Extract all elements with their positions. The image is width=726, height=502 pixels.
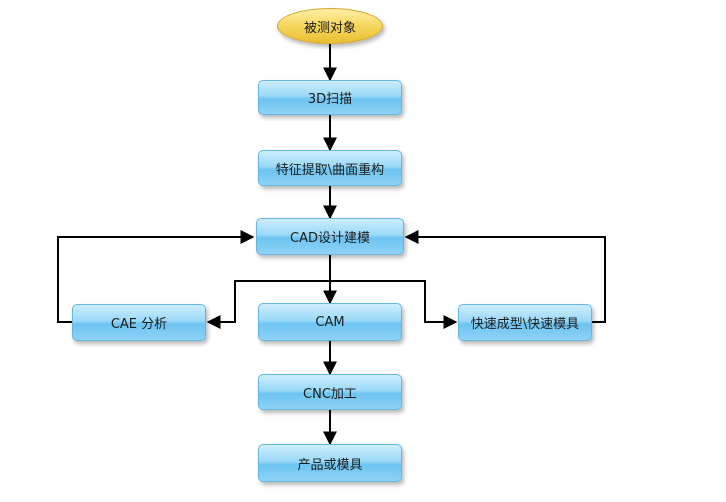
arrow-cae-feedback-to-cad <box>57 230 255 323</box>
node-rapid-prototyping: 快速成型\快速模具 <box>458 304 592 341</box>
node-test-object-label: 被测对象 <box>303 20 356 36</box>
node-3d-scan: 3D扫描 <box>258 80 402 115</box>
node-cnc-machining: CNC加工 <box>258 374 402 410</box>
node-product-or-mold: 产品或模具 <box>258 444 402 482</box>
arrow-branch-to-rapid <box>330 280 458 329</box>
node-test-object: 被测对象 <box>277 8 383 44</box>
node-feature-extraction: 特征提取\曲面重构 <box>258 150 402 186</box>
node-cae-analysis-label: CAE 分析 <box>110 317 168 332</box>
node-cae-analysis: CAE 分析 <box>72 304 206 341</box>
node-3d-scan-label: 3D扫描 <box>307 92 353 107</box>
node-cam-label: CAM <box>315 314 345 330</box>
node-cad-modeling: CAD设计建模 <box>256 218 404 255</box>
arrow-branch-to-cae <box>206 280 330 329</box>
node-cad-modeling-label: CAD设计建模 <box>290 231 370 246</box>
node-cam: CAM <box>258 303 402 341</box>
node-feature-extraction-label: 特征提取\曲面重构 <box>275 162 385 178</box>
node-product-or-mold-label: 产品或模具 <box>297 457 363 473</box>
arrow-rapid-feedback-to-cad <box>404 230 606 323</box>
node-rapid-prototyping-label: 快速成型\快速模具 <box>470 317 580 332</box>
node-cnc-machining-label: CNC加工 <box>303 386 357 402</box>
